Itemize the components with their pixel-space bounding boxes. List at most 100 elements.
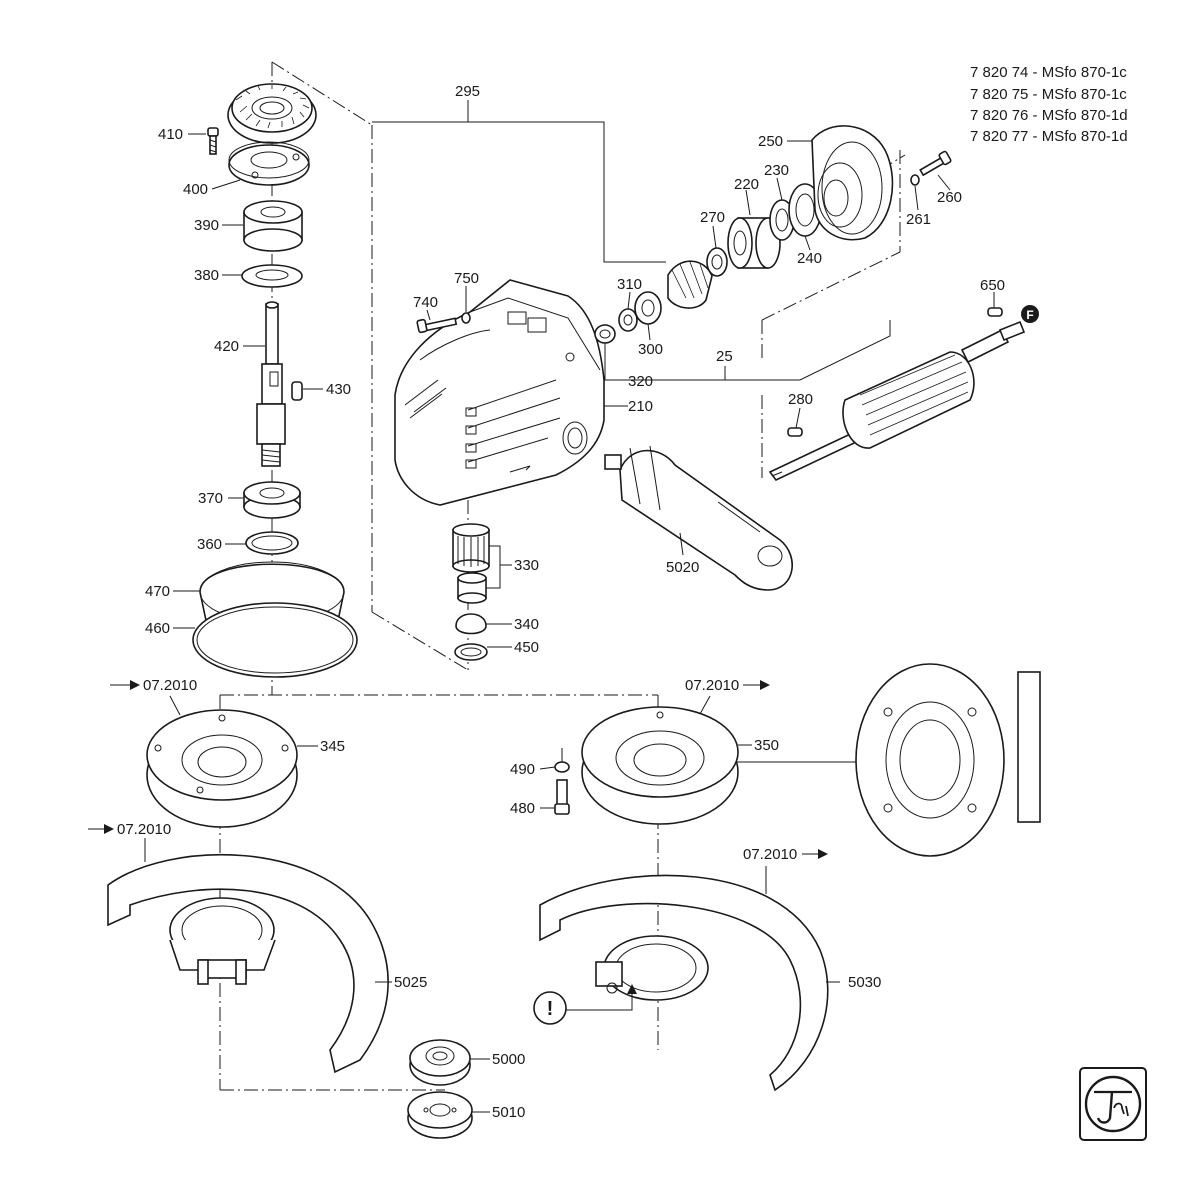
part-345-flange bbox=[146, 709, 298, 828]
label-261: 261 bbox=[906, 211, 931, 228]
label-340: 340 bbox=[514, 616, 539, 633]
model-line-3: 7 820 76 - MSfo 870-1d bbox=[970, 107, 1128, 124]
part-300-bearing bbox=[634, 291, 662, 325]
label-650: 650 bbox=[980, 277, 1005, 294]
model-line-1: 7 820 74 - MSfo 870-1c bbox=[970, 64, 1127, 81]
label-480: 480 bbox=[510, 800, 535, 817]
label-5010: 5010 bbox=[492, 1104, 525, 1121]
part-310-washer bbox=[618, 308, 638, 332]
part-370-bearing bbox=[243, 481, 301, 519]
model-line-4: 7 820 77 - MSfo 870-1d bbox=[970, 128, 1128, 145]
label-320: 320 bbox=[628, 373, 653, 390]
label-345: 345 bbox=[320, 738, 345, 755]
part-270-washer bbox=[706, 247, 728, 277]
label-310: 310 bbox=[617, 276, 642, 293]
part-260-screw bbox=[919, 150, 952, 177]
reference-marker-f bbox=[1021, 305, 1039, 323]
part-460-oring bbox=[192, 602, 358, 678]
label-380: 380 bbox=[194, 267, 219, 284]
date-labels: 07.2010 07.2010 07.2010 07.2010 bbox=[117, 677, 797, 863]
label-420: 420 bbox=[214, 338, 239, 355]
arrow-right-icon bbox=[760, 680, 770, 690]
part-250-bearing-flange bbox=[811, 125, 894, 241]
part-5030-guard bbox=[539, 874, 829, 1092]
part-490-washer bbox=[554, 761, 570, 773]
part-420-spindle bbox=[256, 301, 286, 467]
label-5030: 5030 bbox=[848, 974, 881, 991]
warning-marker: ! bbox=[533, 984, 637, 1025]
part-5000-flange-nut bbox=[409, 1039, 471, 1086]
part-280-key bbox=[787, 427, 803, 437]
part-750-washer bbox=[461, 312, 471, 324]
date-label-345: 07.2010 bbox=[143, 677, 197, 694]
part-390-bearing bbox=[243, 200, 303, 252]
label-5020: 5020 bbox=[666, 559, 699, 576]
label-250: 250 bbox=[758, 133, 783, 150]
label-460: 460 bbox=[145, 620, 170, 637]
label-450: 450 bbox=[514, 639, 539, 656]
label-230: 230 bbox=[764, 162, 789, 179]
model-line-2: 7 820 75 - MSfo 870-1c bbox=[970, 86, 1127, 103]
part-5010-clamp-nut bbox=[407, 1091, 473, 1139]
arrow-right-icon bbox=[130, 680, 140, 690]
label-220: 220 bbox=[734, 176, 759, 193]
part-5020-side-handle bbox=[604, 445, 793, 591]
part-350-flange bbox=[581, 706, 739, 825]
part-380-washer bbox=[241, 264, 303, 288]
label-430: 430 bbox=[326, 381, 351, 398]
arrow-right-icon bbox=[104, 824, 114, 834]
label-280: 280 bbox=[788, 391, 813, 408]
label-350: 350 bbox=[754, 737, 779, 754]
part-210-gear-housing bbox=[394, 279, 605, 506]
part-labels: 410 400 390 380 420 430 370 360 470 460 … bbox=[145, 83, 1005, 1121]
part-320-nut bbox=[594, 324, 616, 344]
label-750: 750 bbox=[454, 270, 479, 287]
part-5025-guard bbox=[107, 853, 389, 1074]
date-label-5030: 07.2010 bbox=[743, 846, 797, 863]
label-400: 400 bbox=[183, 181, 208, 198]
label-260: 260 bbox=[937, 189, 962, 206]
part-pinion-gear bbox=[667, 260, 713, 309]
date-label-350: 07.2010 bbox=[685, 677, 739, 694]
label-370: 370 bbox=[198, 490, 223, 507]
part-220-bearing bbox=[727, 217, 781, 269]
leader-lines bbox=[144, 100, 995, 1113]
label-210: 210 bbox=[628, 398, 653, 415]
fein-logo bbox=[1079, 1067, 1147, 1141]
label-295: 295 bbox=[455, 83, 480, 100]
part-261-washer bbox=[910, 174, 920, 186]
part-450-retaining-ring bbox=[454, 643, 488, 661]
warning-marker-label: ! bbox=[547, 998, 554, 1020]
part-400-flange bbox=[228, 141, 310, 186]
part-340-circlip bbox=[455, 613, 487, 635]
part-480-screw bbox=[554, 779, 570, 815]
label-390: 390 bbox=[194, 217, 219, 234]
label-5025: 5025 bbox=[394, 974, 427, 991]
part-410-screw bbox=[207, 127, 219, 155]
part-430-key bbox=[291, 381, 303, 401]
part-360-ring bbox=[245, 531, 299, 555]
label-330: 330 bbox=[514, 557, 539, 574]
part-330-bearing-set bbox=[452, 523, 490, 604]
label-270: 270 bbox=[700, 209, 725, 226]
label-740: 740 bbox=[413, 294, 438, 311]
label-490: 490 bbox=[510, 761, 535, 778]
label-410: 410 bbox=[158, 126, 183, 143]
label-470: 470 bbox=[145, 583, 170, 600]
reference-marker-f-label: F bbox=[1026, 308, 1033, 322]
label-300: 300 bbox=[638, 341, 663, 358]
model-list: 7 820 74 - MSfo 870-1c 7 820 75 - MSfo 8… bbox=[970, 64, 1128, 145]
part-bevel-gear bbox=[227, 83, 317, 144]
part-650-key bbox=[987, 307, 1003, 317]
date-label-5025: 07.2010 bbox=[117, 821, 171, 838]
label-240: 240 bbox=[797, 250, 822, 267]
label-25: 25 bbox=[716, 348, 733, 365]
date-arrows bbox=[88, 680, 828, 859]
label-5000: 5000 bbox=[492, 1051, 525, 1068]
flange-front-view bbox=[855, 663, 1041, 857]
arrow-right-icon bbox=[818, 849, 828, 859]
part-740-screw bbox=[416, 317, 458, 334]
part-25-armature bbox=[768, 320, 1026, 482]
